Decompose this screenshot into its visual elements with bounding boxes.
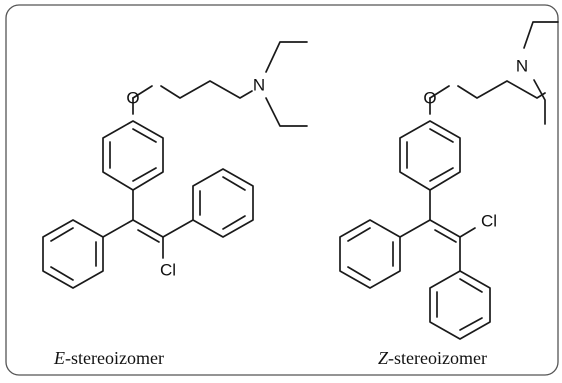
- z-phenoxy-ring-inner: [406, 128, 454, 182]
- e-nitrogen-label: N: [253, 76, 265, 95]
- e-ether-amine-chain: [132, 80, 253, 99]
- e-right-phenyl-inner: [199, 176, 246, 230]
- e-chlorine-label: Cl: [160, 261, 176, 280]
- z-ethyl-lower: [533, 79, 546, 125]
- figure-frame: [5, 4, 559, 376]
- z-ethyl-upper: [523, 21, 559, 49]
- z-caption-text: -stereoizomer: [388, 348, 487, 368]
- e-alkene-double-bond: [132, 219, 164, 243]
- z-oxygen-label: O: [423, 89, 436, 108]
- z-lower-phenyl-ring: [429, 270, 491, 340]
- e-oxygen-label: O: [126, 89, 139, 108]
- z-left-phenyl-ring: [339, 219, 401, 289]
- z-ether-amine-chain: [429, 80, 546, 99]
- e-phenoxy-ring-inner: [109, 128, 157, 182]
- z-left-phenyl-inner: [347, 227, 394, 281]
- z-caption: Z-stereoizomer: [378, 348, 487, 368]
- z-chlorine-label: Cl: [481, 212, 497, 231]
- e-left-phenyl-ring: [42, 219, 104, 289]
- e-caption-text: -stereoizomer: [65, 348, 164, 368]
- e-phenoxy-ring: [102, 120, 164, 191]
- e-stereoisomer-structure: [42, 41, 308, 289]
- z-c2-cl-bond: [459, 227, 476, 238]
- z-lower-phenyl-inner: [436, 278, 483, 331]
- z-nitrogen-label: N: [516, 57, 528, 76]
- z-stereoisomer-structure: [339, 21, 559, 340]
- e-caption-letter: E: [53, 348, 65, 368]
- e-c1-phenyl-bond: [102, 219, 134, 238]
- e-left-phenyl-inner: [50, 227, 97, 281]
- z-c1-phenyl-bond: [399, 219, 431, 238]
- e-ethyl-upper: [265, 41, 308, 73]
- e-c2-phenyl-bond: [162, 219, 194, 238]
- e-right-phenyl-ring: [192, 168, 254, 238]
- z-phenoxy-ring: [399, 120, 461, 191]
- z-caption-letter: Z: [378, 348, 389, 368]
- e-caption: E-stereoizomer: [53, 348, 164, 368]
- e-ethyl-lower: [265, 97, 308, 127]
- z-alkene-double-bond: [429, 219, 461, 243]
